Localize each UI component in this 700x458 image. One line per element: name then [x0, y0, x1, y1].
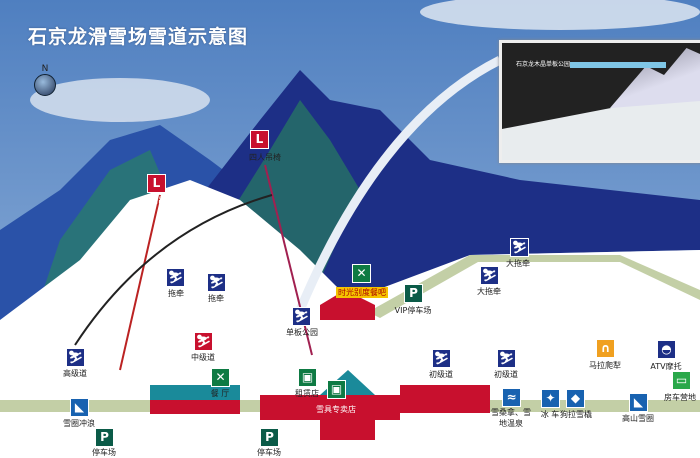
label-parking-2: 停车场 — [257, 448, 281, 457]
label-big-tow-1: 大拖牵 — [506, 259, 530, 268]
inset-title: 石京龙木晶单板公园 — [516, 61, 571, 68]
beginner-slope-icon[interactable]: ⛷ — [432, 349, 451, 368]
restaurant-icon[interactable]: ✕ — [352, 264, 371, 283]
parking-icon[interactable]: P — [95, 428, 114, 447]
beginner-slope-icon[interactable]: ⛷ — [497, 349, 516, 368]
label-rv-camp: 房车营地 — [664, 393, 696, 402]
compass-globe-icon — [34, 74, 56, 96]
inset-snow — [502, 101, 700, 160]
label-parking-1: 停车场 — [92, 448, 116, 457]
surface-lift-icon[interactable]: ⛷ — [166, 268, 185, 287]
gear-shop-icon[interactable]: ▣ — [327, 380, 346, 399]
label-sauna: 雪桑拿、雪地温泉 — [491, 408, 531, 428]
label-rental: 租赁店 — [295, 389, 319, 398]
ice-cart-icon[interactable]: ✦ — [541, 389, 560, 408]
label-intermediate: 中级道 — [191, 353, 215, 362]
inset-title-bar — [570, 62, 666, 68]
label-gear-shop: 雪具专卖店 — [316, 405, 356, 414]
label-atv: ATV摩托 — [650, 362, 682, 371]
atv-icon[interactable]: ◓ — [657, 340, 676, 359]
dog-sled-icon[interactable]: ◆ — [566, 389, 585, 408]
chairlift-icon[interactable]: L — [147, 174, 166, 193]
advanced-slope-icon[interactable]: ⛷ — [66, 348, 85, 367]
parking-icon[interactable]: P — [404, 284, 423, 303]
compass: N — [32, 64, 58, 96]
surface-lift-icon[interactable]: ⛷ — [207, 273, 226, 292]
snowpark-inset-map[interactable]: 石京龙木晶单板公园 — [499, 40, 700, 163]
snow-tube-icon[interactable]: ◣ — [70, 398, 89, 417]
label-horse-sled: 马拉爬犁 — [589, 361, 621, 370]
chairlift-icon[interactable]: L — [250, 130, 269, 149]
label-restaurant-bar: 时光别度餐吧 — [336, 287, 388, 298]
label-lift-left: 双人吊椅 — [142, 196, 174, 205]
rv-camp-icon[interactable]: ▭ — [672, 371, 691, 390]
map-title: 石京龙滑雪场雪道示意图 — [28, 26, 249, 48]
rental-shop-icon[interactable]: ▣ — [298, 368, 317, 387]
label-beginner-2: 初级道 — [494, 370, 518, 379]
surface-lift-icon[interactable]: ⛷ — [480, 266, 499, 285]
label-big-tow-2: 大拖牵 — [477, 287, 501, 296]
label-dog-sled: 狗拉雪橇 — [560, 410, 592, 419]
label-snowpark: 单板公园 — [286, 328, 318, 337]
restaurant-icon[interactable]: ✕ — [211, 368, 230, 387]
label-lift-right: 四人吊椅 — [249, 153, 281, 162]
surface-lift-icon[interactable]: ⛷ — [510, 238, 529, 257]
label-vip-parking: VIP停车场 — [394, 306, 432, 315]
label-restaurant: 餐 厅 — [210, 389, 230, 398]
label-snow-tube: 雪圈冲浪 — [63, 419, 95, 428]
sauna-icon[interactable]: ≈ — [502, 388, 521, 407]
label-tow-1: 拖牵 — [168, 289, 184, 298]
inset-mountain — [610, 48, 700, 108]
snowpark-icon[interactable]: ⛷ — [292, 307, 311, 326]
label-beginner-1: 初级道 — [429, 370, 453, 379]
alpine-tube-icon[interactable]: ◣ — [629, 393, 648, 412]
parking-icon[interactable]: P — [260, 428, 279, 447]
label-ice-cart: 冰 车 — [540, 410, 560, 419]
horse-sled-icon[interactable]: ∩ — [596, 339, 615, 358]
label-alpine-tube: 高山雪圈 — [622, 414, 654, 423]
label-advanced: 高级道 — [63, 369, 87, 378]
label-tow-2: 拖牵 — [208, 294, 224, 303]
intermediate-slope-icon[interactable]: ⛷ — [194, 332, 213, 351]
